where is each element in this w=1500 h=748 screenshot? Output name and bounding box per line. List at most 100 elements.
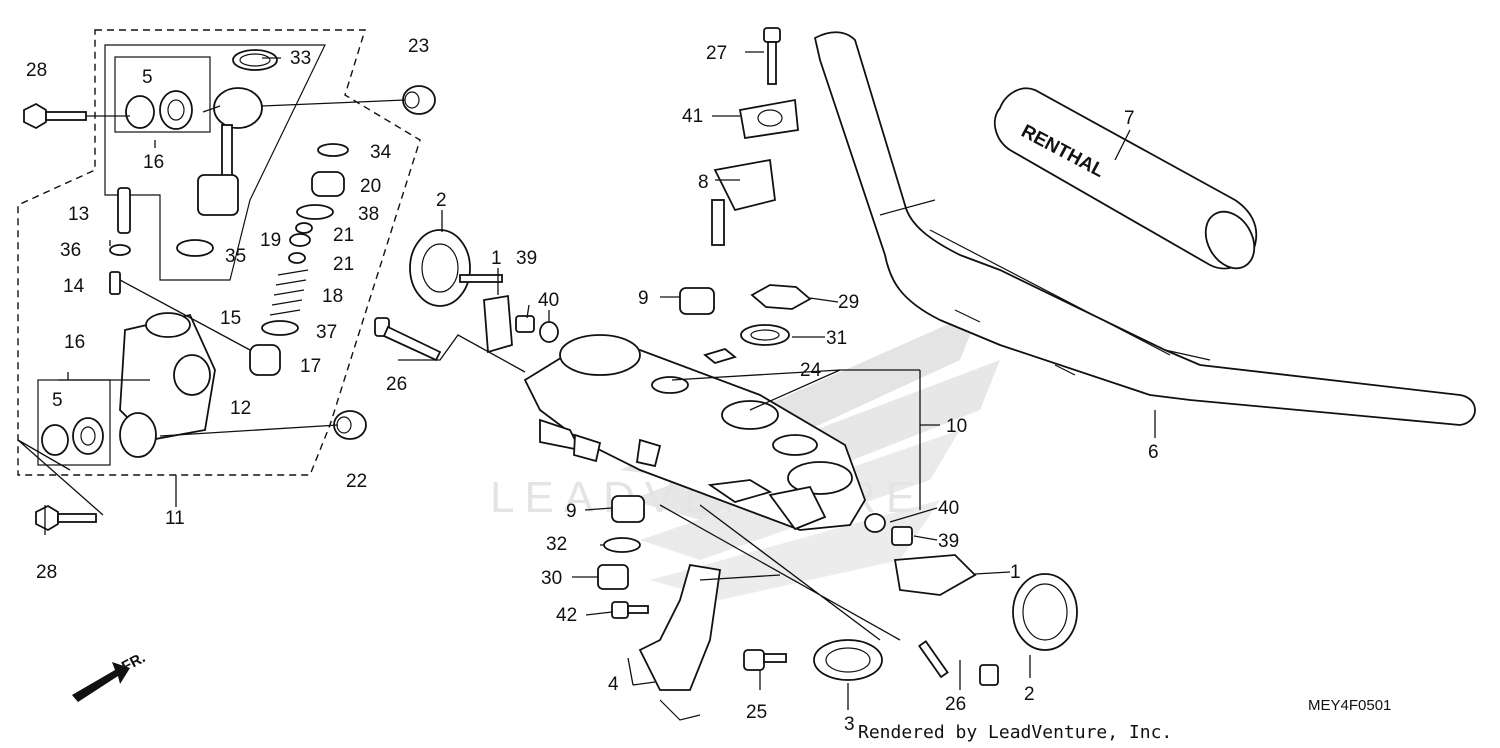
bracket-4 — [638, 563, 722, 721]
top-bridge-10 — [523, 334, 866, 531]
label-40-top: 40 — [538, 290, 559, 311]
label-22: 22 — [346, 471, 367, 492]
label-30: 30 — [541, 568, 562, 589]
label-9-top: 9 — [638, 288, 649, 309]
nut-39-bottom — [891, 526, 913, 546]
diagram-code: MEY4F0501 — [1308, 697, 1391, 714]
collar-22 — [333, 410, 367, 440]
label-5-bottom: 5 — [52, 390, 63, 411]
credit-text: Rendered by LeadVenture, Inc. — [858, 722, 1172, 743]
washer-21a — [295, 222, 313, 234]
label-11: 11 — [165, 508, 185, 529]
bolt-28-bottom — [35, 504, 97, 532]
label-17: 17 — [300, 356, 321, 377]
label-6: 6 — [1148, 442, 1159, 463]
label-15: 15 — [220, 308, 241, 329]
bolt-26-top — [374, 317, 442, 362]
bearing-5-top — [125, 90, 193, 130]
label-18: 18 — [322, 286, 343, 307]
label-32: 32 — [546, 534, 567, 555]
label-16-bottom: 16 — [64, 332, 85, 353]
label-39-top: 39 — [516, 248, 537, 269]
label-16-top: 16 — [143, 152, 164, 173]
piston-20 — [311, 171, 345, 197]
label-4: 4 — [608, 674, 619, 695]
washer-31 — [740, 324, 790, 346]
label-2-bottom: 2 — [1024, 684, 1035, 705]
label-28-bottom: 28 — [36, 562, 57, 583]
label-7: 7 — [1124, 108, 1135, 129]
holder-2-top — [409, 229, 503, 307]
screw-14 — [109, 271, 121, 295]
label-31: 31 — [826, 328, 847, 349]
washer-40-bottom — [864, 513, 886, 533]
bracket-1-top — [483, 294, 513, 354]
holder-8 — [711, 158, 776, 246]
label-14: 14 — [63, 276, 85, 297]
spring-18 — [269, 269, 309, 316]
label-10: 10 — [946, 416, 967, 437]
label-33: 33 — [290, 48, 311, 69]
label-2-top: 2 — [436, 190, 447, 211]
washer-19 — [289, 233, 311, 247]
label-35: 35 — [225, 246, 246, 267]
oring-38 — [296, 204, 334, 220]
bearing-5-bottom — [41, 417, 104, 456]
washer-21b — [288, 252, 306, 264]
housing-12 — [119, 312, 216, 458]
oring-35 — [176, 239, 214, 257]
label-41: 41 — [682, 106, 703, 127]
label-42: 42 — [556, 605, 577, 626]
label-29: 29 — [838, 292, 859, 313]
label-1-top: 1 — [491, 248, 502, 269]
collar-23 — [402, 85, 436, 115]
seal-33 — [232, 49, 278, 71]
clamp-41 — [738, 98, 799, 140]
label-9-bottom: 9 — [566, 501, 577, 522]
label-3: 3 — [844, 714, 855, 735]
damper-rod — [197, 87, 263, 216]
label-37: 37 — [316, 322, 337, 343]
group-15-outline — [104, 44, 326, 281]
label-19: 19 — [260, 230, 281, 251]
nut-29 — [750, 284, 812, 310]
label-27: 27 — [706, 43, 727, 64]
seal-34 — [317, 143, 349, 157]
cushion-9-bottom — [611, 495, 645, 523]
nut-30 — [597, 564, 629, 590]
holder-2-bottom — [1012, 573, 1078, 651]
bolt-27 — [763, 27, 781, 85]
plate-24 — [703, 348, 737, 364]
label-39-bottom: 39 — [938, 531, 959, 552]
bolt-26-bottom — [917, 640, 999, 686]
group-16-box-a — [114, 56, 211, 133]
label-21-b: 21 — [333, 254, 354, 275]
bushing-17 — [249, 344, 281, 376]
label-24: 24 — [800, 360, 822, 381]
group-11-outline — [17, 29, 421, 476]
bolt-42 — [611, 601, 649, 619]
front-direction-arrow: FR. — [72, 649, 148, 702]
bracket-1-bottom — [893, 554, 977, 596]
label-26-bottom: 26 — [945, 694, 966, 715]
label-1-bottom: 1 — [1010, 562, 1021, 583]
label-28-top: 28 — [26, 60, 47, 81]
label-26-top: 26 — [386, 374, 407, 395]
label-20: 20 — [360, 176, 381, 197]
label-21-a: 21 — [333, 225, 354, 246]
valve-13 — [117, 187, 131, 234]
label-40-bottom: 40 — [938, 498, 959, 519]
washer-40-top — [539, 321, 559, 343]
label-23: 23 — [408, 36, 429, 57]
clamp-3 — [813, 639, 883, 681]
nut-39-top — [515, 315, 535, 333]
label-36: 36 — [60, 240, 81, 261]
oring-37 — [261, 320, 299, 336]
handlebar-6 — [813, 31, 1476, 426]
washer-36 — [109, 244, 131, 256]
washer-32 — [603, 537, 641, 553]
label-5-top: 5 — [142, 67, 153, 88]
label-34: 34 — [370, 142, 392, 163]
label-12: 12 — [230, 398, 251, 419]
